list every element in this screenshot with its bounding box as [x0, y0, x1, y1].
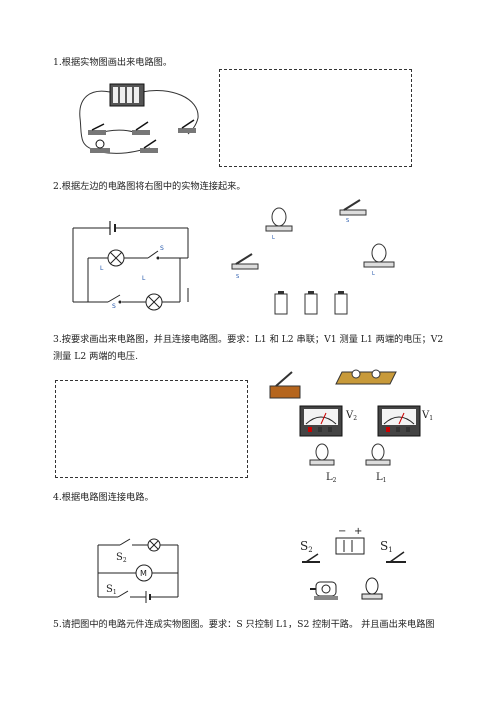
question-1-real-circuit	[79, 83, 199, 154]
label-l1: L	[100, 265, 104, 272]
battery-icon	[304, 291, 318, 315]
lamp-holder-icon	[90, 139, 110, 153]
svg-text:L: L	[372, 271, 375, 277]
lamp-symbol-icon	[145, 293, 163, 311]
switch-icon: S	[231, 253, 259, 280]
motor-symbol-icon: M	[135, 564, 153, 582]
label-l1: L1	[376, 472, 386, 484]
question-2-text: 2.根据左边的电路图将右图中的实物连接起来。	[53, 181, 246, 192]
battery-icon	[334, 291, 348, 315]
lamp-board-icon	[335, 369, 397, 385]
switch-icon	[269, 371, 301, 399]
answer-box-1[interactable]	[219, 69, 412, 167]
label-l2: L	[142, 275, 146, 282]
svg-text:−: −	[338, 526, 346, 537]
label-l2: L2	[326, 472, 337, 484]
label-s1-part: S1	[380, 539, 393, 554]
voltmeter-icon	[299, 405, 343, 437]
svg-text:S: S	[236, 274, 239, 280]
switch-icon	[178, 119, 196, 133]
switch-icon: S	[339, 199, 367, 224]
question-2-components: L S S L	[231, 199, 395, 315]
label-v1: V1	[421, 410, 433, 422]
label-s1: S1	[106, 584, 117, 596]
question-2-circuit-diagram: L L S S	[72, 221, 189, 311]
question-5-text: 5.请把图中的电路元件连成实物图图。要求：S 只控制 L1，S2 控制干路。 并…	[53, 619, 435, 630]
question-3-components: V2 V1 L2 L1	[269, 369, 433, 484]
switch-icon	[132, 121, 150, 135]
switch-icon	[386, 551, 406, 563]
battery-icon	[274, 291, 288, 315]
label-s1: S	[160, 245, 164, 252]
switch-icon	[140, 139, 158, 153]
svg-text:+: +	[354, 526, 362, 537]
battery-box-icon	[109, 83, 145, 107]
switch-icon	[88, 123, 106, 135]
voltmeter-icon	[377, 405, 421, 437]
lamp-holder-icon	[309, 443, 335, 466]
lamp-symbol-icon	[147, 538, 161, 552]
lamp-symbol-icon	[107, 249, 125, 267]
label-v2: V2	[345, 410, 357, 422]
question-4-text: 4.根据电路图连接电路。	[53, 492, 154, 503]
question-1-text: 1.根据实物图画出来电路图。	[53, 57, 173, 68]
question-4-components: S2 − + S1	[300, 526, 406, 600]
label-s2-part: S2	[300, 539, 313, 554]
switch-icon	[302, 553, 320, 563]
label-s2: S	[112, 303, 116, 310]
label-s2: S2	[116, 552, 127, 564]
svg-text:L: L	[272, 235, 275, 241]
lamp-holder-icon	[365, 443, 391, 466]
answer-box-3[interactable]	[55, 380, 248, 478]
svg-text:M: M	[140, 569, 147, 578]
question-3-text: 3.按要求画出来电路图，并且连接电路图。要求：L1 和 L2 串联；V1 测量 …	[53, 334, 444, 362]
lamp-holder-icon	[361, 577, 383, 600]
lamp-holder-icon: L	[363, 243, 395, 277]
question-4-circuit-diagram: M S2 S1	[97, 538, 179, 603]
battery-icon: − +	[335, 526, 365, 555]
motor-icon	[310, 581, 338, 600]
svg-text:S: S	[346, 218, 349, 224]
lamp-holder-icon: L	[265, 207, 293, 241]
